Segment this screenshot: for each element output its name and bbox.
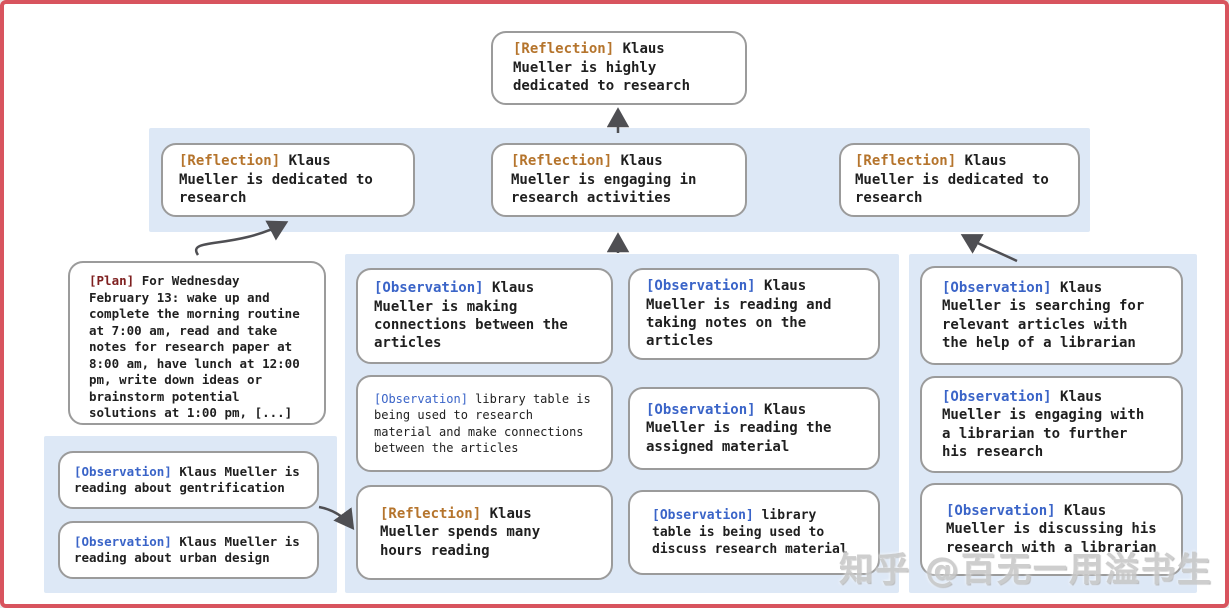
observation-tag: [Observation] — [646, 278, 756, 295]
node-obs-making-connections: [Observation]Klaus Mueller is making con… — [356, 268, 613, 364]
node-obs-library-discuss: [Observation]library table is being used… — [628, 490, 880, 575]
node-text: Klaus Mueller is reading the assigned ma… — [646, 401, 832, 455]
node-obs-searching-articles: [Observation]Klaus Mueller is searching … — [920, 266, 1183, 365]
node-text: library table is being used to discuss r… — [652, 507, 848, 558]
reflection-tag: [Reflection] — [513, 41, 615, 58]
node-text: Klaus Mueller is reading about urban des… — [74, 533, 300, 566]
observation-tag: [Observation] — [374, 392, 468, 407]
node-text: Klaus Mueller is making connections betw… — [374, 280, 568, 352]
node-text: Klaus Mueller is reading about gentrific… — [74, 463, 300, 496]
node-obs-urban-design: [Observation]Klaus Mueller is reading ab… — [58, 521, 319, 579]
observation-tag: [Observation] — [374, 280, 484, 297]
reflection-tag: [Reflection] — [380, 505, 482, 522]
observation-tag: [Observation] — [652, 507, 754, 523]
reflection-tag: [Reflection] — [855, 153, 957, 170]
node-obs-discussing-research: [Observation]Klaus Mueller is discussing… — [920, 483, 1183, 576]
node-reflection-right: [Reflection]Klaus Mueller is dedicated t… — [839, 143, 1080, 217]
node-obs-assigned-material: [Observation]Klaus Mueller is reading th… — [628, 387, 880, 470]
node-reflection-left: [Reflection]Klaus Mueller is dedicated t… — [161, 143, 415, 217]
node-text: Klaus Mueller is reading and taking note… — [646, 278, 832, 350]
node-obs-engaging-librarian: [Observation]Klaus Mueller is engaging w… — [920, 376, 1183, 473]
observation-tag: [Observation] — [946, 502, 1056, 519]
node-text: Klaus Mueller is engaging in research ac… — [511, 153, 697, 207]
node-reflection-middle: [Reflection]Klaus Mueller is engaging in… — [491, 143, 747, 217]
node-obs-library-research: [Observation]library table is being used… — [356, 375, 613, 472]
node-obs-gentrification: [Observation]Klaus Mueller is reading ab… — [58, 451, 319, 509]
node-root-reflection: [Reflection]Klaus Mueller is highly dedi… — [491, 31, 747, 105]
node-plan: [Plan]For Wednesday February 13: wake up… — [68, 261, 326, 425]
node-reflection-hours-reading: [Reflection]Klaus Mueller spends many ho… — [356, 485, 613, 580]
observation-tag: [Observation] — [942, 388, 1052, 405]
node-text: Klaus Mueller is searching for relevant … — [942, 279, 1145, 351]
node-text: Klaus Mueller is dedicated to research — [855, 153, 1049, 207]
node-obs-taking-notes: [Observation]Klaus Mueller is reading an… — [628, 268, 880, 360]
node-text: library table is being used to research … — [374, 392, 591, 455]
node-text: Klaus Mueller is dedicated to research — [179, 153, 373, 207]
observation-tag: [Observation] — [942, 279, 1052, 296]
observation-tag: [Observation] — [646, 401, 756, 418]
node-text: Klaus Mueller spends many hours reading — [380, 505, 541, 559]
node-text: Klaus Mueller is highly dedicated to res… — [513, 41, 691, 95]
node-text: Klaus Mueller is engaging with a librari… — [942, 388, 1145, 460]
reflection-tag: [Reflection] — [511, 153, 613, 170]
observation-tag: [Observation] — [74, 463, 172, 479]
zhihu-watermark: 知乎 @百无一用溢书生 — [839, 550, 1213, 590]
reflection-tag: [Reflection] — [179, 153, 281, 170]
observation-tag: [Observation] — [74, 533, 172, 549]
node-text: For Wednesday February 13: wake up and c… — [89, 273, 300, 420]
plan-tag: [Plan] — [89, 273, 135, 288]
node-text: Klaus Mueller is discussing his research… — [946, 502, 1157, 556]
